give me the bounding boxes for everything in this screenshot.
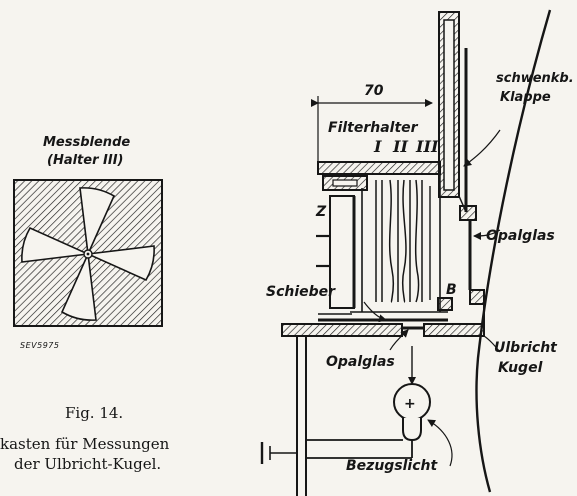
caption-line-1: kasten für Messungen bbox=[0, 435, 170, 453]
aperture-top bbox=[79, 187, 116, 257]
schieber-label: Schieber bbox=[266, 284, 336, 300]
kugel-label-line1: Ulbricht bbox=[494, 340, 558, 356]
kugel-label-line2: Kugel bbox=[498, 360, 543, 376]
aperture-right bbox=[85, 245, 155, 282]
apparatus-labels: 70 Filterhalter I II III Z B Schieber Op… bbox=[266, 71, 574, 474]
bezugslicht-lamp bbox=[393, 383, 431, 458]
bezugslicht-label: Bezugslicht bbox=[346, 458, 438, 474]
right-upper-bracket bbox=[459, 205, 477, 221]
aperture-bottom bbox=[60, 251, 97, 321]
klappe-housing bbox=[438, 11, 468, 213]
figure-label: Fig. 14. bbox=[65, 404, 124, 422]
base-plate bbox=[281, 323, 485, 337]
messblende-diagram: Messblende (Halter III) SEV5975 bbox=[13, 135, 163, 350]
z-slide bbox=[329, 195, 355, 309]
filterhalter-label: Filterhalter bbox=[328, 120, 419, 136]
z-label: Z bbox=[315, 204, 327, 220]
right-lower-bracket bbox=[469, 289, 485, 305]
klappe-label-line2: Klappe bbox=[500, 90, 551, 105]
dimension-label: 70 bbox=[364, 83, 384, 99]
messblende-title: Messblende bbox=[43, 135, 130, 150]
roman-I: I bbox=[373, 137, 382, 156]
b-label: B bbox=[446, 282, 457, 298]
roman-III: III bbox=[415, 137, 439, 156]
caption-line-2: der Ulbricht-Kugel. bbox=[14, 455, 162, 473]
apparatus-diagram bbox=[260, 9, 552, 496]
sev-number: SEV5975 bbox=[20, 341, 59, 350]
filter-top-plate bbox=[317, 161, 441, 175]
roman-II: II bbox=[392, 137, 408, 156]
opalglas-right-label: Opalglas bbox=[486, 228, 555, 244]
b-block bbox=[437, 297, 453, 311]
opalglas-bottom-label: Opalglas bbox=[326, 354, 395, 370]
lamp-plus-sign: + bbox=[404, 396, 416, 412]
blende-plate bbox=[13, 179, 163, 327]
messblende-subtitle: (Halter III) bbox=[47, 153, 123, 168]
aperture-left bbox=[21, 226, 91, 263]
dimension-70 bbox=[311, 96, 433, 166]
filter-glasses bbox=[375, 179, 423, 303]
klappe-label-line1: schwenkb. bbox=[496, 71, 574, 86]
